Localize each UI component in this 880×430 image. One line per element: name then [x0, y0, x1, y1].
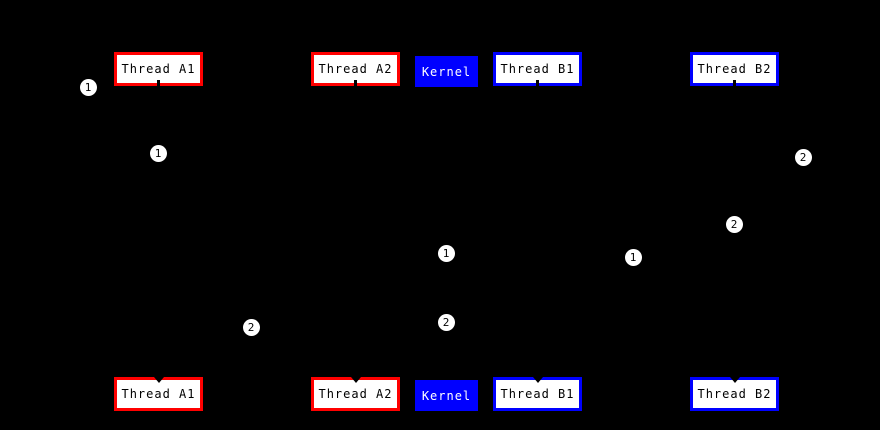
step-marker: 1 — [79, 78, 97, 96]
lifeline-tick — [536, 80, 539, 87]
lifeline-tick — [733, 80, 736, 87]
arrowhead-icon — [730, 377, 740, 383]
actor-box-kernel-bottom: Kernel — [415, 380, 478, 411]
arrowhead-icon — [154, 377, 164, 383]
lifeline-tick — [354, 80, 357, 87]
actor-box-kernel-top: Kernel — [415, 56, 478, 87]
lifeline-tick — [157, 80, 160, 87]
arrowhead-icon — [533, 377, 543, 383]
step-marker: 1 — [624, 248, 642, 266]
step-marker: 2 — [437, 313, 455, 331]
step-marker: 1 — [149, 144, 167, 162]
step-marker: 2 — [794, 148, 812, 166]
step-marker: 2 — [242, 318, 260, 336]
step-marker: 2 — [725, 215, 743, 233]
arrowhead-icon — [351, 377, 361, 383]
step-marker: 1 — [437, 244, 455, 262]
